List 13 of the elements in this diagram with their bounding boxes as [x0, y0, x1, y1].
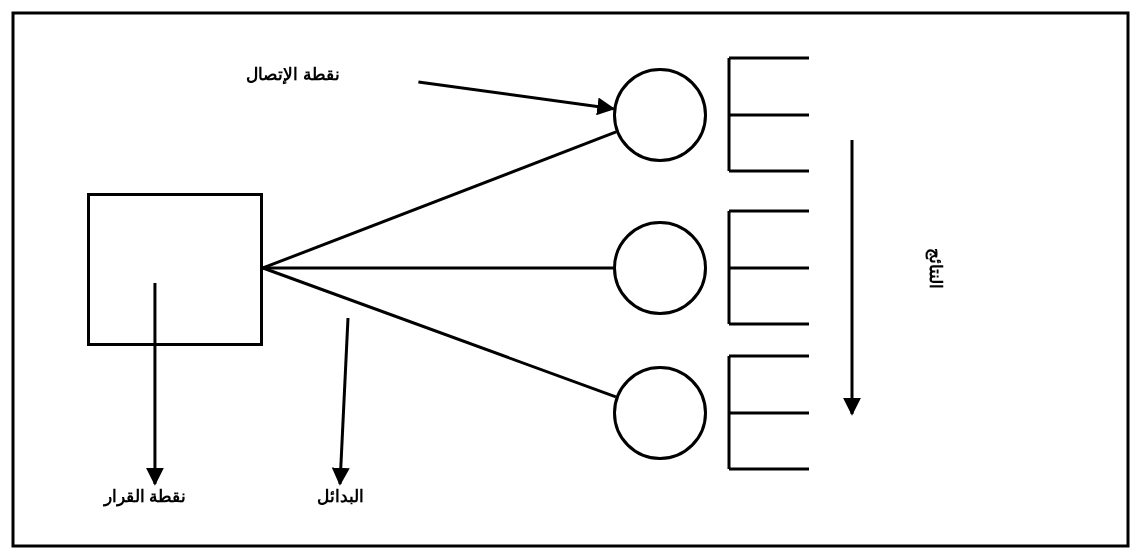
node-label: البدائل	[300, 486, 380, 510]
arrow	[145, 282, 164, 486]
node-label: نقطة الإتصال	[238, 64, 348, 88]
connector-line	[262, 266, 617, 399]
node-label: نقطة القرار	[90, 486, 200, 510]
chance-node-circle	[613, 221, 707, 315]
connector-line	[263, 266, 613, 270]
arrow	[331, 317, 350, 486]
chance-node-circle	[613, 68, 707, 162]
chance-node-circle	[613, 366, 707, 460]
decision-box	[87, 193, 263, 346]
arrow	[418, 80, 616, 116]
rotated-label: النتائج	[924, 246, 946, 291]
